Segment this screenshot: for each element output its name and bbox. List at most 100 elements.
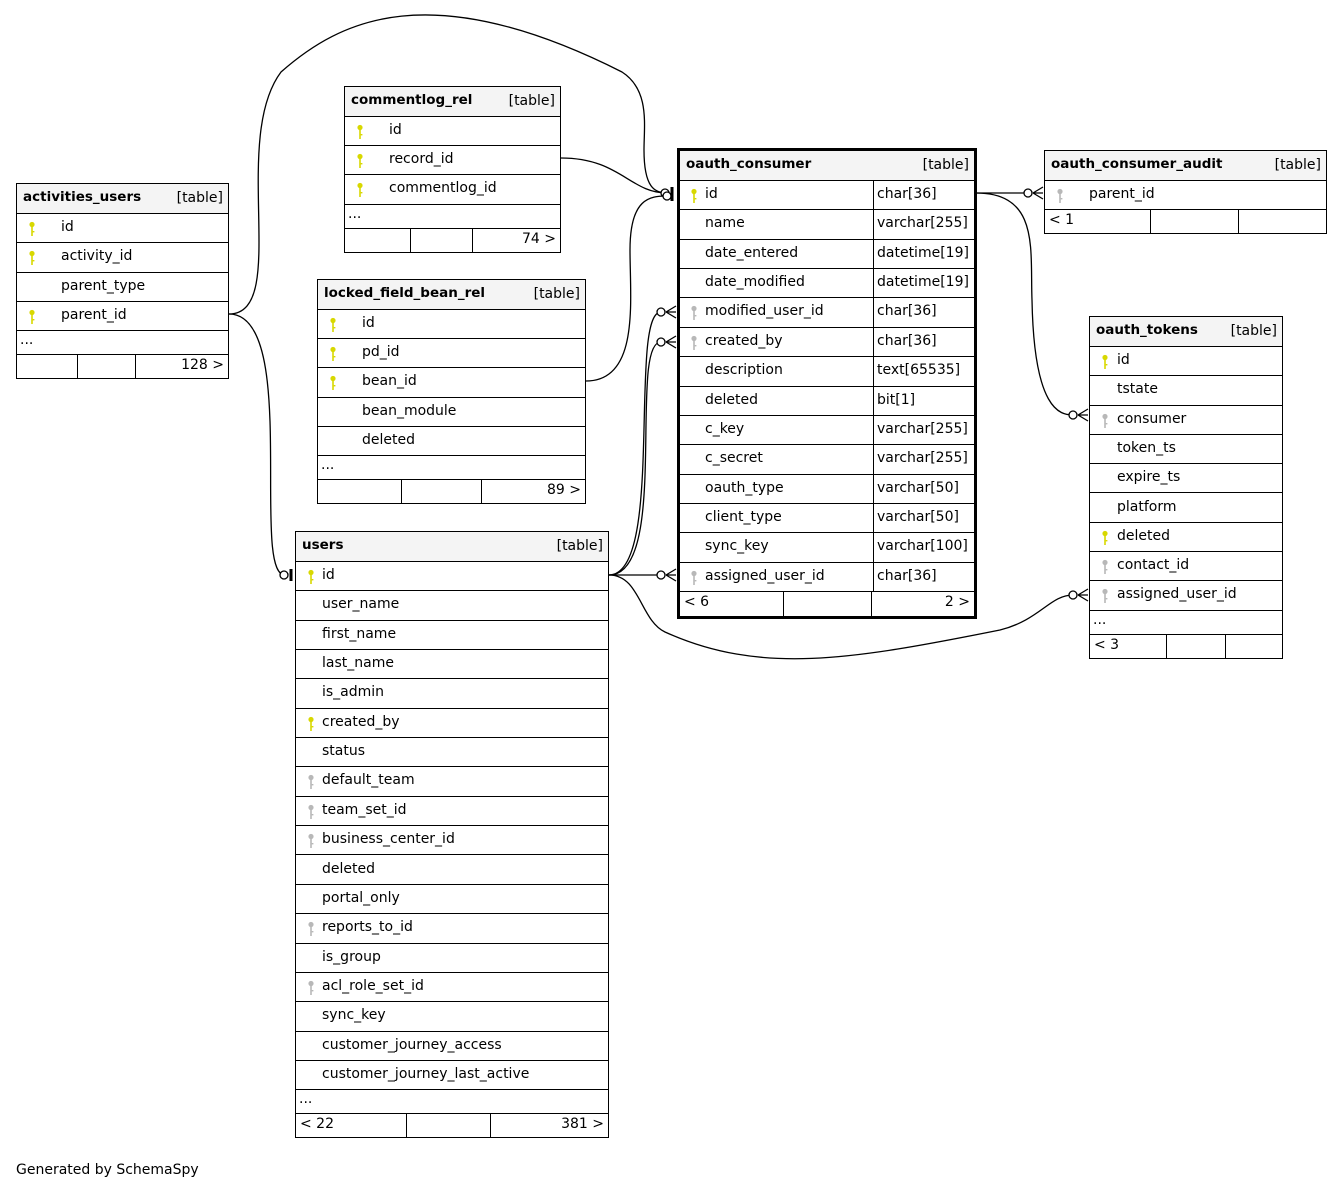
table-oauth-consumer-audit[interactable]: oauth_consumer_audit [table]parent_id < … [1044, 150, 1327, 235]
more-columns-row[interactable]: ... [17, 331, 228, 356]
table-name[interactable]: locked_field_bean_rel [324, 285, 486, 301]
table-header: activities_users [table] [17, 184, 228, 214]
column-name: modified_user_id [705, 303, 824, 320]
table-name[interactable]: oauth_tokens [1096, 322, 1198, 338]
column-row[interactable]: id [17, 214, 228, 244]
column-divider [873, 415, 874, 445]
column-row[interactable]: consumer [1090, 406, 1282, 435]
column-row[interactable]: id [1090, 347, 1282, 377]
column-divider [873, 474, 874, 503]
column-row[interactable]: contact_id [1090, 552, 1282, 582]
column-row[interactable]: is_admin [296, 679, 608, 709]
table-name[interactable]: oauth_consumer_audit [1051, 156, 1223, 172]
column-row[interactable]: reports_to_id [296, 914, 608, 944]
column-row[interactable]: sync_key [296, 1002, 608, 1032]
column-row[interactable]: customer_journey_access [296, 1032, 608, 1061]
table-footer: 74 > [345, 227, 560, 252]
column-row[interactable]: id [345, 117, 560, 147]
more-columns-row[interactable]: ... [296, 1090, 608, 1115]
foreign-key-icon [1057, 188, 1063, 204]
column-row[interactable]: tstate [1090, 376, 1282, 406]
column-row[interactable]: modified_user_id char[36] [680, 298, 974, 328]
column-row[interactable]: parent_type [17, 273, 228, 302]
column-row[interactable]: token_ts [1090, 435, 1282, 465]
column-row[interactable]: first_name [296, 621, 608, 651]
column-row[interactable]: status [296, 738, 608, 768]
more-columns-row[interactable]: ... [318, 456, 585, 480]
column-divider [873, 269, 874, 298]
foreign-key-icon [308, 774, 314, 790]
column-row[interactable]: acl_role_set_id [296, 973, 608, 1003]
column-row[interactable]: parent_id [17, 302, 228, 332]
column-name: parent_type [61, 277, 146, 294]
rows-children-count[interactable]: 2 > [944, 594, 970, 611]
column-row[interactable]: created_by [296, 709, 608, 739]
parents-count[interactable]: < 3 [1094, 636, 1120, 653]
column-row[interactable]: deleted [318, 427, 585, 456]
column-row[interactable]: pd_id [318, 339, 585, 369]
column-row[interactable]: id [296, 562, 608, 592]
column-divider [873, 386, 874, 415]
column-row[interactable]: commentlog_id [345, 175, 560, 205]
column-divider [873, 298, 874, 327]
parents-count[interactable]: < 1 [1049, 212, 1075, 229]
rows-children-count[interactable]: 381 > [561, 1116, 604, 1133]
column-row[interactable]: parent_id [1045, 181, 1326, 211]
column-row[interactable]: platform [1090, 494, 1282, 523]
column-row[interactable]: team_set_id [296, 797, 608, 827]
column-divider [873, 239, 874, 269]
table-name[interactable]: commentlog_rel [351, 92, 473, 108]
rows-children-count[interactable]: 89 > [547, 482, 581, 498]
column-row[interactable]: customer_journey_last_active [296, 1061, 608, 1091]
column-row[interactable]: assigned_user_id [1090, 581, 1282, 611]
column-row[interactable]: is_group [296, 944, 608, 973]
table-name[interactable]: users [302, 537, 344, 553]
rows-children-count[interactable]: 128 > [181, 357, 224, 374]
column-row[interactable]: bean_module [318, 398, 585, 427]
parents-count[interactable]: < 6 [684, 594, 710, 611]
column-row[interactable]: default_team [296, 767, 608, 797]
rows-children-count[interactable]: 74 > [522, 230, 556, 247]
column-name: id [389, 122, 402, 138]
more-columns-row[interactable]: ... [345, 205, 560, 229]
more-columns-row[interactable]: ... [1090, 611, 1282, 635]
column-row[interactable]: id [318, 310, 585, 340]
column-name: consumer [1117, 410, 1187, 427]
footer-divider [871, 591, 872, 617]
column-row[interactable]: deleted [296, 856, 608, 885]
column-row[interactable]: last_name [296, 650, 608, 680]
column-row[interactable]: user_name [296, 591, 608, 621]
column-row[interactable]: bean_id [318, 368, 585, 398]
column-row[interactable]: portal_only [296, 885, 608, 915]
column-row[interactable]: record_id [345, 146, 560, 176]
table-name[interactable]: oauth_consumer [686, 156, 812, 172]
column-row[interactable]: expire_ts [1090, 464, 1282, 494]
column-type: char[36] [877, 303, 937, 320]
column-name: id [362, 315, 375, 331]
column-name: assigned_user_id [705, 567, 825, 584]
parents-count[interactable]: < 22 [300, 1116, 334, 1133]
column-row[interactable]: activity_id [17, 243, 228, 273]
table-name[interactable]: activities_users [23, 189, 142, 205]
column-row[interactable]: deleted [1090, 523, 1282, 553]
column-row[interactable]: business_center_id [296, 826, 608, 856]
